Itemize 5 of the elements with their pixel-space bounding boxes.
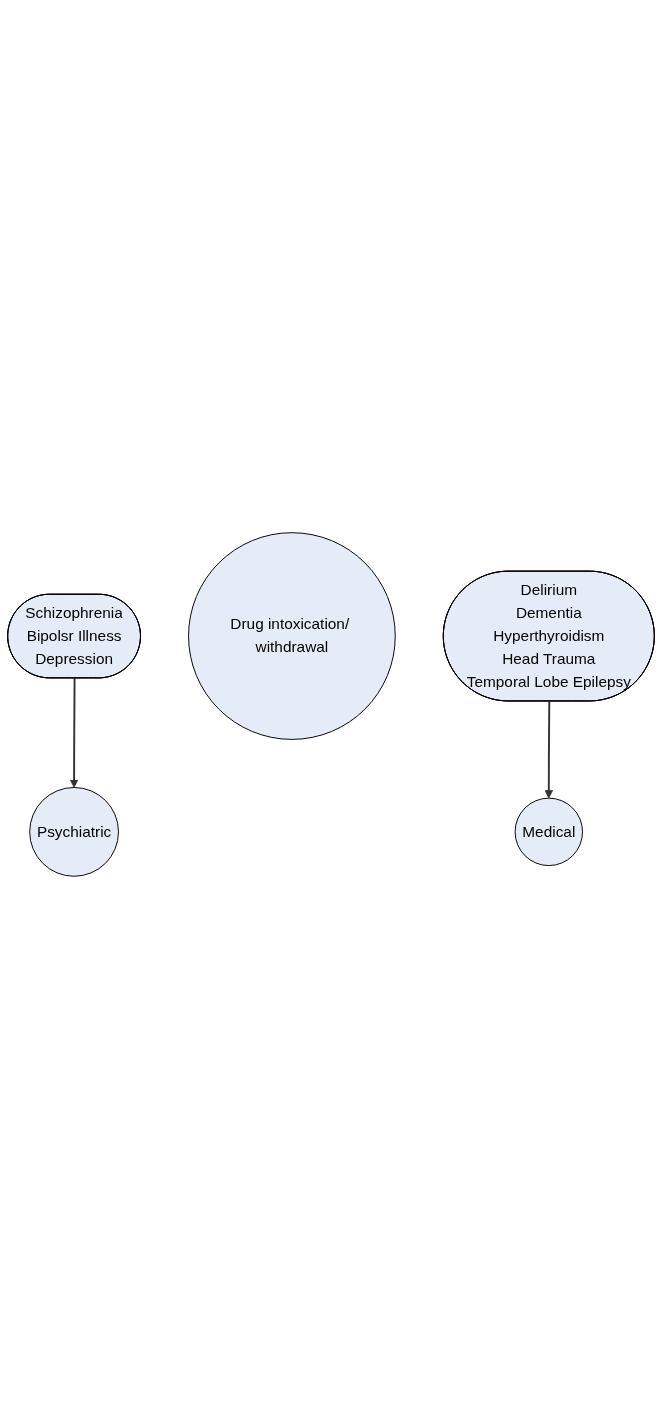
node-circle: Psychiatric: [29, 787, 119, 877]
arrow: [544, 700, 554, 799]
arrow: [69, 677, 79, 788]
node-circle: Drug intoxication/ withdrawal: [188, 532, 396, 740]
node-circle: Medical: [514, 797, 583, 867]
